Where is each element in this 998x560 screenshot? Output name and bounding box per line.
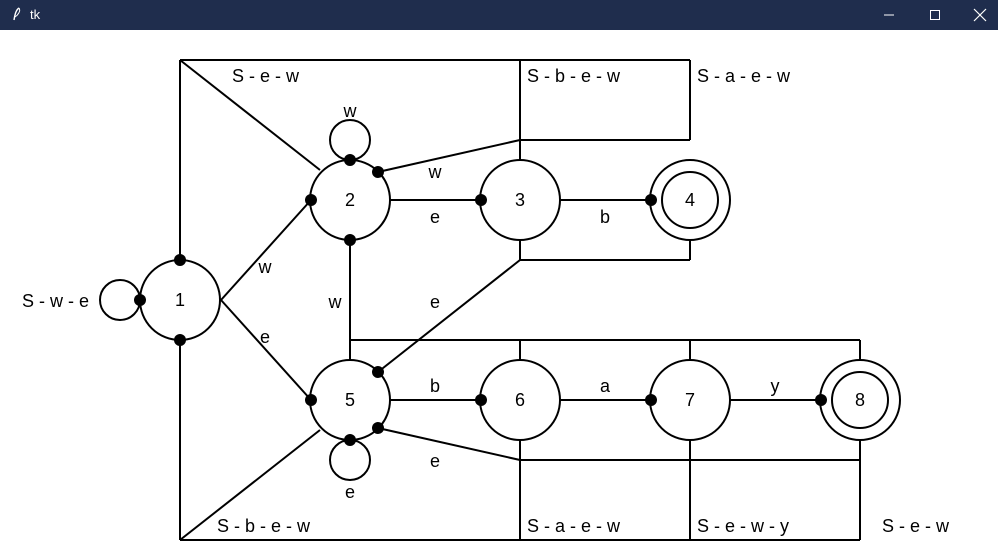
state-label-8: 8 xyxy=(855,390,865,410)
region-label-state1-loop: S - w - e xyxy=(22,291,89,311)
maximize-icon xyxy=(930,10,940,20)
transition-label-1-5: e xyxy=(260,327,270,347)
transition-label-5-6: b xyxy=(430,376,440,396)
region-label-top-left: S - e - w xyxy=(232,66,300,86)
state-label-7: 7 xyxy=(685,390,695,410)
transition-label-3-2: w xyxy=(428,162,443,182)
transition-label-2-3: e xyxy=(430,207,440,227)
diagram-canvas: 1 2 3 4 5 6 xyxy=(0,30,998,555)
state-label-6: 6 xyxy=(515,390,525,410)
region-label-top-mid: S - b - e - w xyxy=(527,66,621,86)
transition-label-3-5: e xyxy=(430,292,440,312)
transition-label-1-2: w xyxy=(258,257,273,277)
state-label-2: 2 xyxy=(345,190,355,210)
connection-dots xyxy=(134,154,827,446)
region-labels: S - w - e S - e - w S - b - e - w S - a … xyxy=(22,66,950,536)
state-label-3: 3 xyxy=(515,190,525,210)
state-3[interactable]: 3 xyxy=(479,159,561,241)
state-label-1: 1 xyxy=(175,290,185,310)
transition-labels: w e w e w w b e b e e a y xyxy=(258,101,780,502)
state-8-accepting[interactable]: 8 xyxy=(819,359,901,441)
window-title: tk xyxy=(30,7,41,22)
feather-icon xyxy=(13,7,21,21)
state-4-accepting[interactable]: 4 xyxy=(649,159,731,241)
region-label-bottom-far: S - e - w xyxy=(882,516,950,536)
states: 1 2 3 4 5 6 xyxy=(139,159,901,441)
transition-label-5-5: e xyxy=(345,482,355,502)
transition-3-2 xyxy=(377,139,521,173)
state-6[interactable]: 6 xyxy=(479,359,561,441)
close-icon xyxy=(973,8,987,22)
state-1[interactable]: 1 xyxy=(139,259,221,341)
transition-label-2-2: w xyxy=(343,101,358,121)
transition-label-7-8: y xyxy=(771,376,780,396)
transition-label-2-5: w xyxy=(328,292,343,312)
region-label-top-right: S - a - e - w xyxy=(697,66,791,86)
region-label-bottom-left: S - b - e - w xyxy=(217,516,311,536)
automaton-diagram: 1 2 3 4 5 6 xyxy=(22,59,950,541)
title-bar[interactable]: tk xyxy=(0,0,998,30)
region-label-bottom-right: S - e - w - y xyxy=(697,516,789,536)
close-button[interactable] xyxy=(957,0,998,30)
state-label-5: 5 xyxy=(345,390,355,410)
maximize-button[interactable] xyxy=(912,0,958,30)
transition-6-5 xyxy=(377,427,521,461)
transition-1-2 xyxy=(220,199,312,301)
state-7[interactable]: 7 xyxy=(649,359,731,441)
transition-1-5 xyxy=(220,299,312,401)
transition-label-6-7: a xyxy=(600,376,611,396)
transition-label-6-5: e xyxy=(430,451,440,471)
transition-lines xyxy=(220,139,821,461)
state-label-4: 4 xyxy=(685,190,695,210)
region-label-bottom-mid: S - a - e - w xyxy=(527,516,621,536)
transition-3-5 xyxy=(377,259,521,373)
minimize-button[interactable] xyxy=(866,0,912,30)
minimize-icon xyxy=(884,14,894,16)
transition-label-3-4: b xyxy=(600,207,610,227)
partition-lines xyxy=(179,59,861,541)
